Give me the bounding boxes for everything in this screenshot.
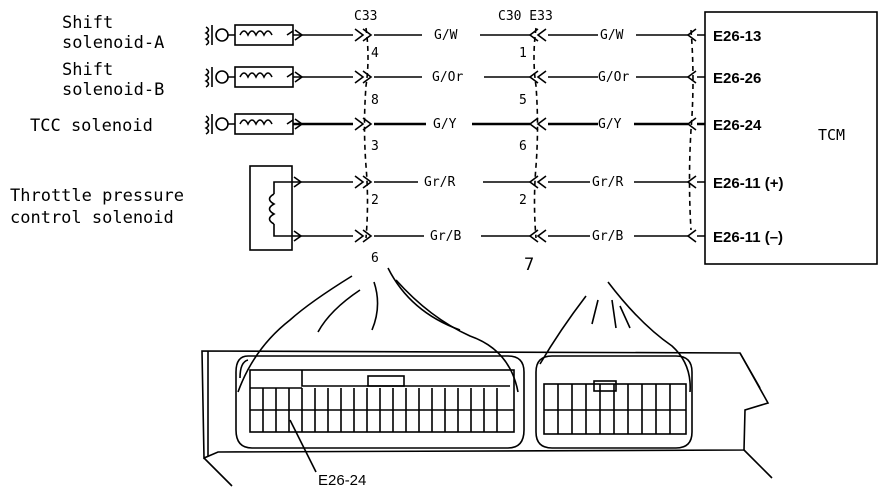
pin-left-5: 6 <box>371 251 379 266</box>
tcm-box <box>704 11 878 265</box>
shift-solenoid-a-label-1: Shift <box>62 13 113 33</box>
terminal-e26-11-minus: E26-11 (–) <box>713 229 783 246</box>
wire-3-left-color: G/Y <box>433 117 457 132</box>
pin-mid-2: 5 <box>519 93 527 108</box>
wire-3-right-color: G/Y <box>598 117 622 132</box>
pin-left-3: 3 <box>371 139 379 154</box>
connector-illustration <box>201 267 773 487</box>
wire-5-right-color: Gr/B <box>592 229 623 244</box>
c30-e33-label: C30 E33 <box>498 9 553 24</box>
wire-color-labels: G/W G/Or G/Y Gr/R Gr/B G/W G/Or G/Y Gr/R… <box>424 28 629 244</box>
tcc-solenoid-symbol <box>204 113 294 135</box>
wire-5-left-color: Gr/B <box>430 229 461 244</box>
throttle-solenoid-label-1: Throttle pressure <box>10 186 184 206</box>
wire-2-right-color: G/Or <box>598 70 629 85</box>
shift-solenoid-b-symbol <box>204 66 294 88</box>
c33-label: C33 <box>354 9 377 24</box>
tcc-solenoid-label: TCC solenoid <box>30 116 153 136</box>
pin-mid-3: 6 <box>519 139 527 154</box>
connector-dashed-outlines <box>363 27 694 239</box>
pin-left-4: 2 <box>371 193 379 208</box>
tcm-label: TCM <box>818 126 845 144</box>
pin-mid-4: 2 <box>519 193 527 208</box>
terminal-e26-24: E26-24 <box>713 117 762 134</box>
connector-labels: C33 C30 E33 4 8 3 2 6 1 5 6 2 7 <box>354 9 553 275</box>
throttle-solenoid-label-2: control solenoid <box>10 208 174 228</box>
pin-mid-5: 7 <box>524 255 534 275</box>
wire-1-right-color: G/W <box>600 28 624 43</box>
shift-solenoid-a-label-2: solenoid-A <box>62 33 164 53</box>
wire-4-left-color: Gr/R <box>424 175 455 190</box>
terminal-e26-26: E26-26 <box>713 70 761 87</box>
wire-2-left-color: G/Or <box>432 70 463 85</box>
terminal-e26-11-plus: E26-11 (+) <box>713 175 783 192</box>
shift-solenoid-b-label-2: solenoid-B <box>62 80 164 100</box>
wire-4-right-color: Gr/R <box>592 175 623 190</box>
wire-lines <box>292 34 705 237</box>
terminal-e26-13: E26-13 <box>713 28 761 45</box>
tcm-terminals: E26-13 E26-26 E26-24 E26-11 (+) E26-11 (… <box>713 28 783 246</box>
shift-solenoid-b-label-1: Shift <box>62 60 113 80</box>
throttle-solenoid-symbol <box>249 165 293 251</box>
shift-solenoid-a-symbol <box>204 24 294 46</box>
connector-chevrons <box>293 28 697 243</box>
callout-e26-24: E26-24 <box>318 472 366 489</box>
pin-mid-1: 1 <box>519 46 527 61</box>
wire-1-left-color: G/W <box>434 28 458 43</box>
pin-left-1: 4 <box>371 46 379 61</box>
pin-left-2: 8 <box>371 93 379 108</box>
